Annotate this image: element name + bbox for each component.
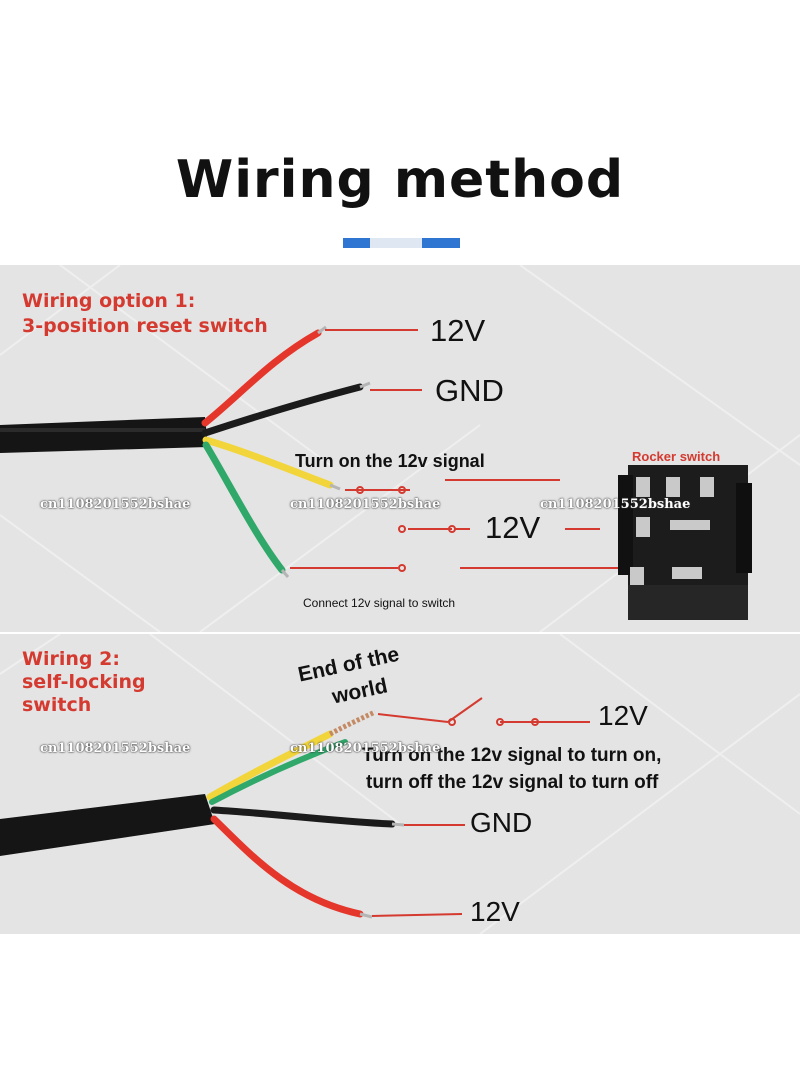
cable-jacket <box>0 417 208 453</box>
label-12v-top: 12V <box>430 313 486 348</box>
yellow-wire <box>202 436 334 489</box>
green-wire <box>202 441 286 574</box>
label-12v-mid: 12V <box>485 510 541 545</box>
wiring-option-2-panel: Wiring 2: self-locking switch End of the… <box>0 634 800 934</box>
black-wire <box>210 806 396 828</box>
wiring-option-1-diagram <box>0 265 800 632</box>
label-12v-bottom: 12V <box>470 896 520 927</box>
page-title: Wiring method <box>175 150 625 210</box>
wiring-option-1-panel: Wiring option 1: 3-position reset switch… <box>0 265 800 632</box>
instruction-line-2: turn off the 12v signal to turn off <box>366 772 659 793</box>
twisted-ends <box>328 709 377 737</box>
red-wire <box>210 815 364 918</box>
panel-divider <box>0 632 800 634</box>
rocker-switch-label: Rocker switch <box>632 449 721 464</box>
option-2-heading-line-3: switch <box>22 694 92 716</box>
label-connect-signal: Connect 12v signal to switch <box>303 596 456 610</box>
cable-jacket <box>0 794 215 856</box>
label-gnd: GND <box>435 373 504 408</box>
black-wire <box>201 383 364 437</box>
label-12v-switch: 12V <box>598 700 648 731</box>
option-1-heading-line-2: 3-position reset switch <box>22 315 268 337</box>
instruction-line-1: Turn on the 12v signal to turn on, <box>362 745 662 766</box>
watermark-2: cn1108201552bshae <box>290 497 441 512</box>
watermark-5: cn1108201552bshae <box>290 741 441 756</box>
option-2-heading-line-1: Wiring 2: <box>22 648 120 670</box>
option-2-heading-line-2: self-locking <box>22 671 146 693</box>
wiring-option-2-diagram <box>0 634 800 934</box>
label-turn-on-signal: Turn on the 12v signal <box>295 451 485 471</box>
rocker-switch-image <box>618 465 752 620</box>
yellow-wire <box>206 730 334 801</box>
red-wire <box>201 329 322 427</box>
option-1-heading-line-1: Wiring option 1: <box>22 290 196 312</box>
watermark-1: cn1108201552bshae <box>40 497 191 512</box>
label-gnd-2: GND <box>470 807 533 838</box>
watermark-3: cn1108201552bshae <box>540 497 691 512</box>
watermark-4: cn1108201552bshae <box>40 741 191 756</box>
title-underline-highlight <box>370 238 422 248</box>
green-wire <box>209 739 348 805</box>
